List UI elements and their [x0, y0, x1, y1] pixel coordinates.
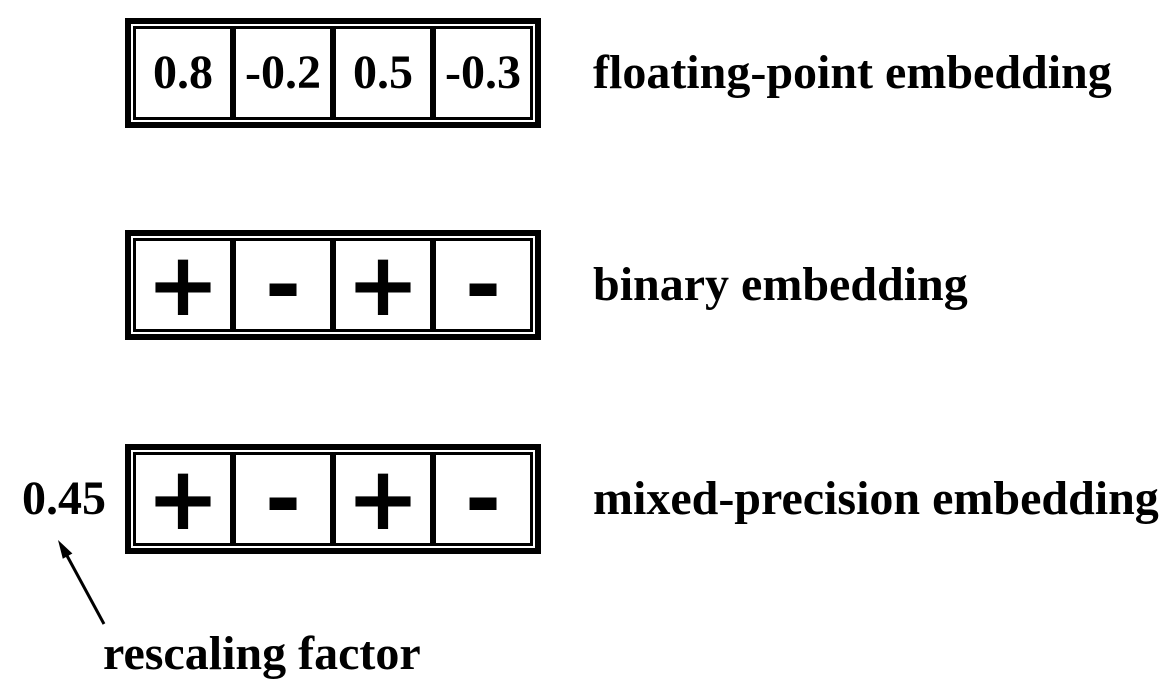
rescaling-factor-value: 0.45 — [22, 472, 106, 525]
floating-point-label: floating-point embedding — [593, 46, 1112, 99]
vector-cell: -0.2 — [233, 26, 333, 120]
mixed-precision-label: mixed-precision embedding — [593, 472, 1159, 525]
vector-cell: 0.5 — [333, 26, 433, 120]
mixed-precision-row: 0.45 + - + - mixed-precision embedding — [22, 444, 1159, 554]
mixed-precision-vector: + - + - — [125, 444, 541, 554]
vector-cell: - — [433, 452, 533, 546]
binary-vector: + - + - — [125, 230, 541, 340]
vector-cell: + — [333, 452, 433, 546]
rescaling-factor-label: rescaling factor — [103, 627, 421, 680]
vector-cell: - — [233, 452, 333, 546]
floating-point-row: 0.8 -0.2 0.5 -0.3 floating-point embeddi… — [125, 18, 1112, 128]
floating-point-vector: 0.8 -0.2 0.5 -0.3 — [125, 18, 541, 128]
binary-label: binary embedding — [593, 258, 968, 311]
vector-cell: + — [133, 452, 233, 546]
vector-cell: + — [333, 238, 433, 332]
vector-cell: + — [133, 238, 233, 332]
vector-cell: - — [233, 238, 333, 332]
vector-cell: -0.3 — [433, 26, 533, 120]
binary-row: + - + - binary embedding — [125, 230, 968, 340]
rescaling-arrow-icon — [58, 540, 106, 625]
vector-cell: 0.8 — [133, 26, 233, 120]
vector-cell: - — [433, 238, 533, 332]
